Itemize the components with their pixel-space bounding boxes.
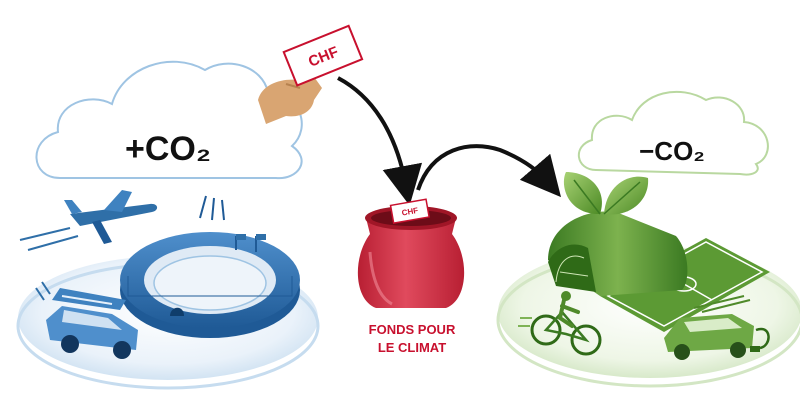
chf-banknote: CHF (282, 24, 364, 87)
arrow-to-projects (416, 144, 562, 198)
fund-label-line2: LE CLIMAT (378, 340, 446, 355)
fund-label-line1: FONDS POUR (369, 322, 456, 337)
arrow-to-fund (337, 76, 423, 206)
co2-minus-label: −CO₂ (639, 136, 705, 166)
climate-fund-pot: CHF (357, 198, 465, 308)
cyclist-icon (518, 291, 602, 356)
cloud-plus-shape (35, 60, 303, 180)
left-emissions-scene: +CO₂ (16, 24, 364, 390)
right-green-scene: −CO₂ (496, 90, 800, 388)
sports-hall-icon (548, 211, 688, 296)
stadium-icon (120, 195, 300, 338)
hand-with-note-icon: CHF (258, 24, 364, 124)
co2-plus-label: +CO₂ (125, 130, 211, 168)
leaves-icon (563, 172, 649, 215)
airplane-icon (19, 190, 158, 251)
electric-car-icon (664, 295, 770, 360)
car-with-kayak-icon (35, 281, 138, 359)
pot-chf-label: CHF (401, 206, 419, 218)
cloud-minus-shape (577, 90, 769, 176)
pot-banknote: CHF (389, 198, 430, 225)
